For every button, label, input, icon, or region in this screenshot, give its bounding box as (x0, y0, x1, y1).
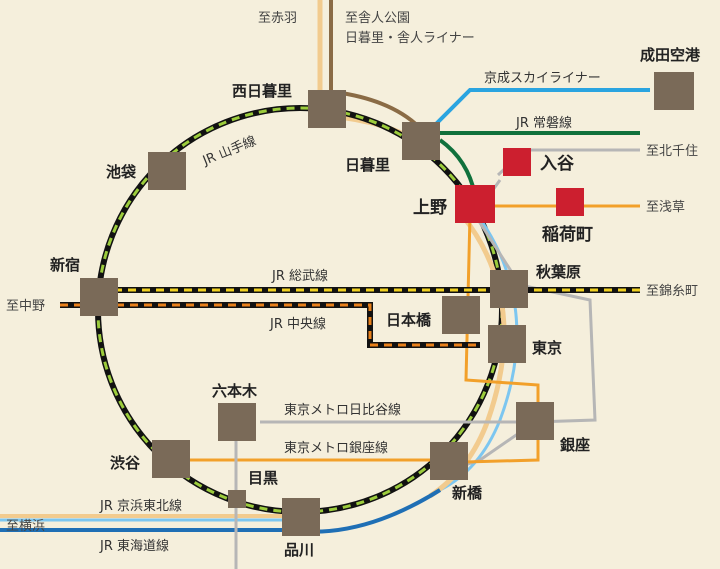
label-meguro: 目黒 (248, 469, 278, 487)
station-iriya[interactable] (503, 148, 531, 176)
station-inaricho[interactable] (556, 188, 584, 216)
station-tokyo[interactable] (488, 325, 526, 363)
line-label-ginza: 東京メトロ銀座線 (284, 440, 388, 456)
hibiya-line (449, 179, 597, 472)
label-shinagawa: 品川 (284, 541, 314, 559)
label-nippori: 日暮里 (345, 156, 390, 174)
label-tokyo: 東京 (532, 339, 562, 357)
line-label-joban: JR 常磐線 (515, 115, 572, 131)
label-iriya: 入谷 (540, 154, 575, 174)
dest-nakano: 至中野 (6, 299, 45, 314)
line-label-chuo: JR 中央線 (269, 316, 326, 332)
dest-kinshicho: 至錦糸町 (646, 283, 698, 299)
station-ikebukuro[interactable] (148, 152, 186, 190)
dest-asakusa: 至浅草 (646, 200, 685, 215)
label-shinbashi: 新橋 (452, 484, 483, 502)
station-ueno[interactable] (455, 185, 495, 223)
station-roppongi[interactable] (218, 403, 256, 441)
station-shinagawa[interactable] (282, 498, 320, 536)
station-akihabara[interactable] (490, 270, 528, 308)
station-nihonbashi[interactable] (442, 296, 480, 334)
label-ikebukuro: 池袋 (106, 163, 137, 181)
label-nihonbashi: 日本橋 (386, 311, 432, 329)
label-ginza: 銀座 (560, 436, 590, 454)
station-meguro[interactable] (228, 490, 246, 508)
label-inaricho: 稲荷町 (542, 224, 593, 245)
station-narita[interactable] (654, 72, 694, 110)
station-shibuya[interactable] (152, 440, 190, 478)
station-nishinippori[interactable] (308, 90, 346, 128)
line-label-yamanote: JR 山手線 (200, 133, 259, 169)
label-narita: 成田空港 (640, 46, 701, 64)
line-label-sobu: JR 総武線 (271, 268, 328, 284)
dest-toneri-1: 至舎人公園 (345, 11, 410, 26)
label-nishinippori: 西日暮里 (232, 82, 292, 100)
line-label-skyliner: 京成スカイライナー (484, 71, 601, 86)
chuo-line-dash (60, 303, 480, 347)
line-label-keihin: JR 京浜東北線 (99, 498, 182, 514)
station-nippori[interactable] (402, 122, 440, 160)
label-roppongi: 六本木 (212, 382, 258, 400)
station-shinbashi[interactable] (430, 442, 468, 480)
label-akihabara: 秋葉原 (536, 263, 581, 281)
dest-akabane: 至赤羽 (258, 11, 297, 26)
line-label-tokaido: JR 東海道線 (99, 538, 169, 554)
dest-yokohama: 至横浜 (6, 519, 45, 534)
station-shinjuku[interactable] (80, 278, 118, 316)
dest-kitasenju: 至北千住 (646, 144, 698, 159)
line-label-hibiya: 東京メトロ日比谷線 (284, 402, 401, 418)
station-ginza[interactable] (516, 402, 554, 440)
dest-toneri-2: 日暮里・舎人ライナー (345, 31, 475, 46)
label-shinjuku: 新宿 (50, 256, 80, 274)
label-ueno: 上野 (413, 198, 447, 218)
label-shibuya: 渋谷 (110, 454, 141, 472)
